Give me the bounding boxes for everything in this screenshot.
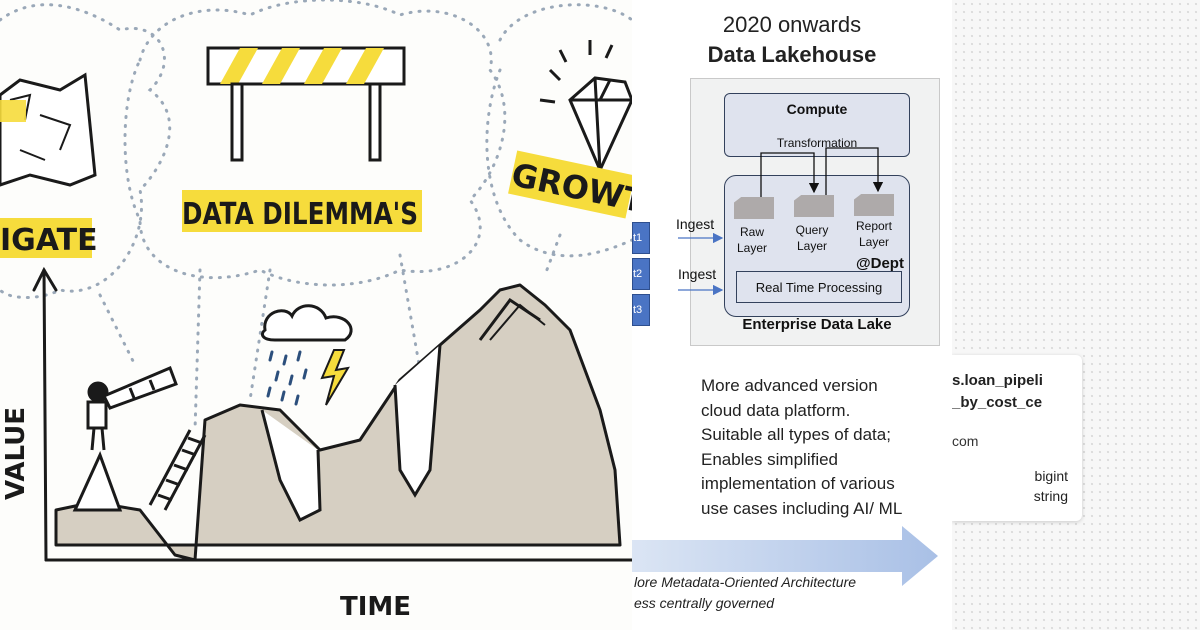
center-cloud-label: DATA DILEMMA'S — [182, 197, 418, 232]
label-highlight-center — [182, 190, 422, 232]
ingest-label-2: Ingest — [678, 266, 717, 282]
mountain-range — [54, 283, 622, 562]
report-layer-shape — [854, 194, 894, 216]
label-highlight-right — [508, 150, 632, 219]
card-table-name-line-1: s.loan_pipeli — [952, 372, 1043, 389]
connector-arrows — [678, 147, 884, 296]
sketch-drawing: IGATE DATA DILEMMA'S GROWT VALUE TIME — [0, 0, 632, 622]
compute-box: Compute Transformation — [724, 93, 910, 157]
footer-line-2: ess centrally governed — [634, 595, 775, 611]
person-with-telescope-icon — [86, 366, 178, 451]
source-box-2: t2 — [632, 258, 650, 290]
storm-cloud-icon — [261, 304, 353, 406]
transformation-label: Transformation — [776, 136, 858, 150]
chart-axes — [32, 266, 632, 562]
schema-card: s.loan_pipeli _by_cost_ce com bigint str… — [952, 355, 1082, 521]
x-axis-label: TIME — [340, 592, 411, 622]
lakehouse-title: Data Lakehouse — [707, 42, 877, 67]
progression-arrow — [632, 526, 938, 586]
card-column-type-2: string — [1033, 488, 1068, 504]
lakehouse-slide: 2020 onwards Data Lakehouse Compute Tran… — [632, 0, 952, 630]
label-highlight-left — [0, 218, 92, 258]
description-text: More advanced version cloud data platfor… — [701, 376, 903, 518]
map-icon — [0, 72, 97, 187]
diamond-icon — [539, 40, 632, 174]
ingest-label-1: Ingest — [676, 216, 715, 232]
era-heading: 2020 onwards — [722, 12, 862, 37]
dotted-background: s.loan_pipeli _by_cost_ce com bigint str… — [952, 0, 1200, 630]
raw-layer-shape — [734, 197, 774, 219]
y-axis-label: VALUE — [1, 407, 31, 500]
real-time-processing-box: Real Time Processing — [736, 271, 902, 303]
left-cloud-label: IGATE — [0, 223, 98, 258]
compute-label: Compute — [786, 101, 848, 117]
data-lake-label: Enterprise Data Lake — [742, 316, 892, 333]
dotted-clouds — [0, 0, 632, 299]
card-column-type-1: bigint — [1034, 468, 1068, 484]
source-box-1: t1 — [632, 222, 650, 254]
card-table-name-line-2: _by_cost_ce — [952, 394, 1043, 411]
source-box-3: t3 — [632, 294, 650, 326]
sketch-illustration: IGATE DATA DILEMMA'S GROWT VALUE TIME — [0, 0, 632, 622]
dept-label: @Dept — [856, 255, 904, 272]
cloud-connectors — [98, 233, 562, 432]
query-layer-shape — [794, 195, 834, 217]
barrier-icon — [206, 46, 406, 162]
card-subtext: com — [952, 433, 979, 449]
footer-line-1: lore Metadata-Oriented Architecture — [634, 574, 857, 590]
